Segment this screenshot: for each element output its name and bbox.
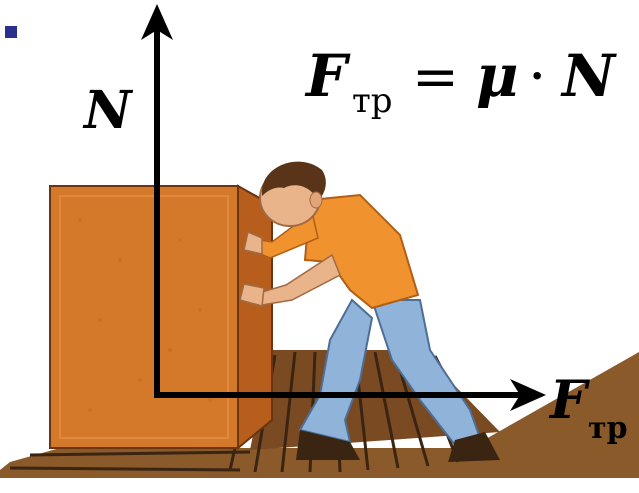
formula-mu: μ bbox=[476, 42, 518, 110]
formula-force: F bbox=[304, 42, 351, 110]
formula-equals: = bbox=[412, 45, 459, 110]
normal-force-label: N bbox=[82, 80, 134, 141]
crate-icon bbox=[49, 184, 273, 451]
normal-force-vector: N bbox=[82, 4, 173, 395]
formula-subscript: тр bbox=[352, 81, 393, 121]
friction-force-subscript: тр bbox=[588, 411, 628, 446]
person-pushing-icon bbox=[239, 161, 500, 462]
bullet-square-icon bbox=[5, 26, 17, 38]
formula-normal: N bbox=[560, 42, 617, 110]
friction-force-vector: F тр bbox=[154, 370, 628, 446]
friction-force-label: F bbox=[548, 370, 590, 431]
formula-dot: · bbox=[528, 42, 546, 110]
friction-formula: F тр = μ · N bbox=[304, 42, 617, 121]
